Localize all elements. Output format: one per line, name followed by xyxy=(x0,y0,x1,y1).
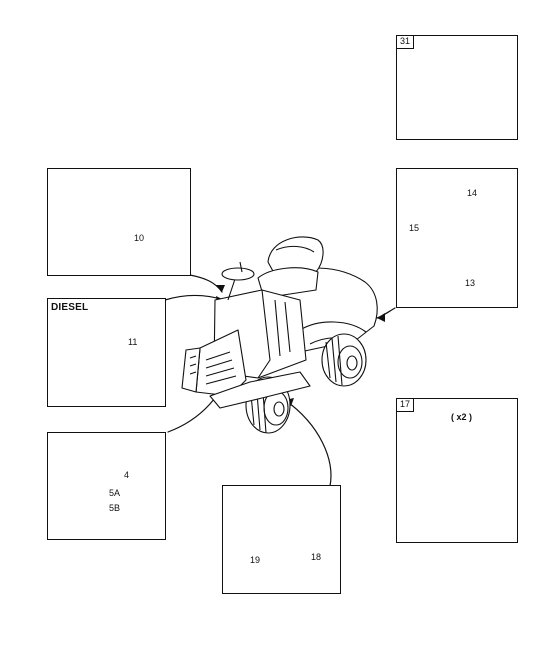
battery-tag: 17 xyxy=(396,398,415,412)
callout-15: 15 xyxy=(409,223,420,233)
bracket-panel: 14 15 13 xyxy=(396,168,518,308)
manuals-tag: 31 xyxy=(396,35,415,49)
callout-5a: 5A xyxy=(109,488,121,498)
callout-13: 13 xyxy=(465,278,476,288)
battery-qty: ( x2 ) xyxy=(451,412,473,422)
leader-line-diesel xyxy=(164,294,225,301)
manuals-panel: 31 xyxy=(396,35,518,140)
arrowhead-key xyxy=(216,285,225,292)
tractor-illustration xyxy=(181,236,378,434)
callout-4: 4 xyxy=(124,470,130,480)
diesel-key-panel: DIESEL 11 xyxy=(47,298,166,407)
hardware-panel: 4 5A 5B xyxy=(47,432,166,540)
callout-14: 14 xyxy=(467,188,478,198)
key-panel: 10 xyxy=(47,168,191,276)
battery-panel: 17 ( x2 ) xyxy=(396,398,518,543)
diesel-title: DIESEL xyxy=(51,302,89,313)
callout-18: 18 xyxy=(311,552,322,562)
callout-19: 19 xyxy=(250,555,261,565)
leader-line-key xyxy=(189,274,223,293)
leader-line-pedal xyxy=(284,399,332,487)
arrowhead-bracket xyxy=(377,313,385,322)
pedal-panel: 19 18 xyxy=(222,485,341,594)
key-callout: 10 xyxy=(134,233,145,243)
callout-5b: 5B xyxy=(109,503,121,513)
diesel-key-callout: 11 xyxy=(128,337,138,347)
